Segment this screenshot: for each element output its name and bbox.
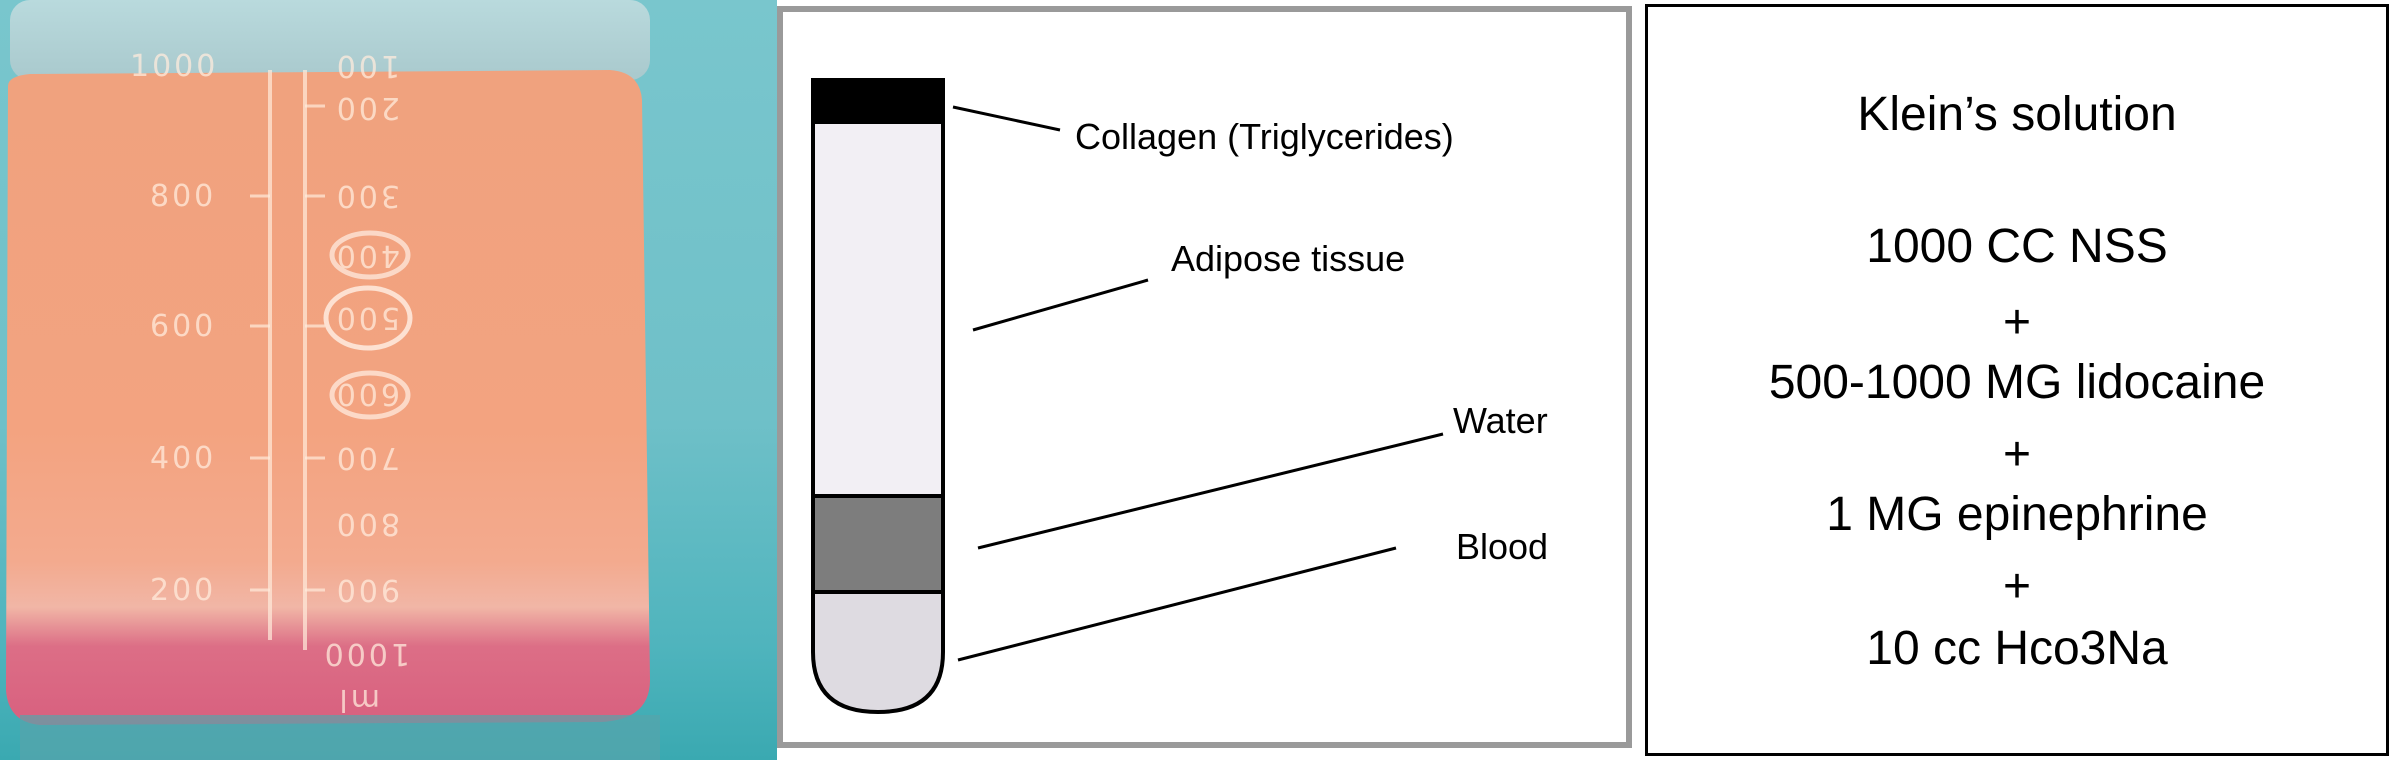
- scale-right-400: 400: [334, 238, 400, 273]
- water-label: Water: [1453, 400, 1548, 441]
- scale-right-200: 200: [334, 90, 400, 125]
- scale-right-700: 700: [334, 440, 400, 475]
- scale-left-600: 600: [150, 309, 216, 344]
- canister-neck: [10, 0, 650, 80]
- recipe-lidocaine: 500-1000 MG lidocaine: [1768, 356, 2266, 409]
- recipe-plus-2: +: [2002, 428, 2032, 481]
- recipe-title: Klein’s solution: [1857, 88, 2177, 141]
- scale-right-1000: 1000: [322, 636, 410, 671]
- collagen-layer: [811, 78, 945, 122]
- adipose-leader-line: [972, 278, 1149, 332]
- scale-right-500: 500: [334, 300, 400, 335]
- blood-layer: [811, 590, 945, 715]
- liquid-body: [6, 70, 650, 725]
- scale-right-100: 100: [334, 48, 400, 83]
- recipe-bicarbonate: 10 cc Hco3Na: [1866, 622, 2168, 675]
- recipe-plus-1: +: [2002, 296, 2032, 349]
- tube-diagram-panel: Collagen (Triglycerides) Adipose tissue …: [777, 6, 1632, 748]
- collagen-label: Collagen (Triglycerides): [1075, 116, 1454, 157]
- canister-photo: 1000 800 600 400 200 100 200 300 400 500…: [0, 0, 777, 760]
- blood-leader-line: [957, 546, 1397, 662]
- scale-left-1000: 1000: [130, 49, 218, 84]
- scale-right-800: 800: [334, 506, 400, 541]
- recipe-plus-3: +: [2002, 560, 2032, 613]
- scale-unit-ml: ml: [336, 682, 380, 717]
- adipose-layer: [811, 120, 945, 504]
- water-layer: [811, 494, 945, 594]
- recipe-epinephrine: 1 MG epinephrine: [1826, 488, 2208, 541]
- tube-diagram: [811, 78, 1444, 715]
- scale-right-900: 900: [334, 572, 400, 607]
- collagen-leader-line: [952, 105, 1061, 132]
- blood-label: Blood: [1456, 526, 1549, 567]
- recipe-nss: 1000 CC NSS: [1866, 220, 2168, 273]
- scale-right-600: 600: [334, 376, 400, 411]
- canister-base: [20, 715, 660, 760]
- canister-illustration: 1000 800 600 400 200 100 200 300 400 500…: [6, 0, 660, 760]
- scale-left-800: 800: [150, 179, 216, 214]
- klein-solution-panel: Klein’s solution 1000 CC NSS + 500-1000 …: [1645, 4, 2389, 756]
- scale-left-200: 200: [150, 573, 216, 608]
- adipose-label: Adipose tissue: [1171, 238, 1406, 279]
- scale-left-400: 400: [150, 441, 216, 476]
- water-leader-line: [977, 432, 1444, 550]
- scale-right-300: 300: [334, 178, 400, 213]
